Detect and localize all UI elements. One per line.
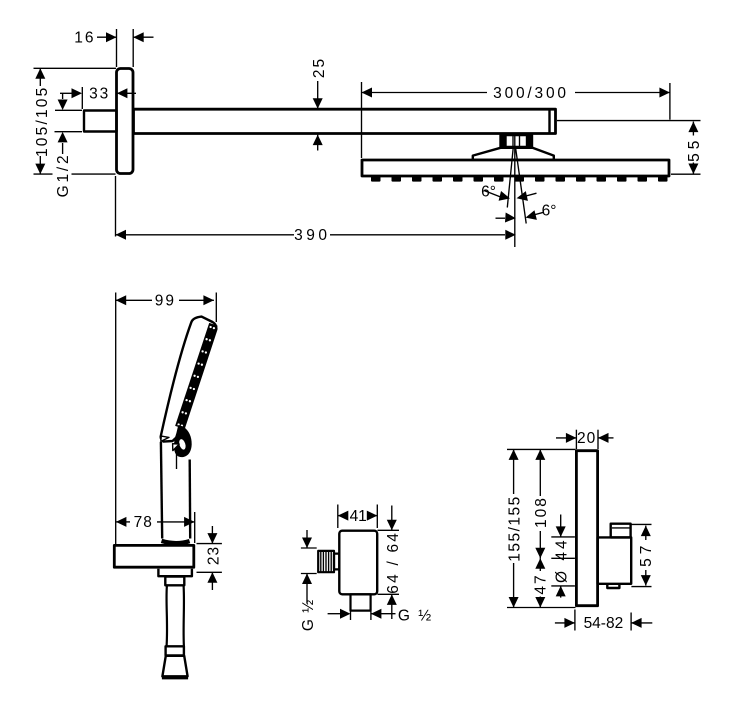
svg-text:55: 55 — [686, 137, 703, 162]
svg-text:25: 25 — [311, 57, 328, 78]
svg-text:47: 47 — [533, 573, 550, 594]
svg-text:105/105: 105/105 — [34, 86, 51, 157]
svg-text:64 / 64: 64 / 64 — [385, 531, 402, 594]
svg-text:G ½: G ½ — [300, 599, 317, 631]
svg-text:20: 20 — [577, 430, 596, 447]
svg-text:99: 99 — [155, 293, 176, 310]
svg-text:300/300: 300/300 — [493, 85, 569, 102]
svg-text:6°: 6° — [481, 184, 496, 201]
svg-text:390: 390 — [294, 227, 330, 244]
svg-text:16: 16 — [74, 30, 95, 47]
svg-text:108: 108 — [533, 496, 550, 528]
svg-text:57: 57 — [638, 542, 655, 567]
svg-text:23: 23 — [206, 546, 223, 565]
svg-text:54-82: 54-82 — [584, 615, 624, 632]
svg-text:41: 41 — [350, 508, 367, 525]
svg-text:G1/2: G1/2 — [55, 153, 72, 198]
svg-text:G ½: G ½ — [398, 608, 433, 625]
svg-text:6°: 6° — [542, 203, 557, 220]
svg-text:155/155: 155/155 — [507, 495, 524, 562]
svg-text:33: 33 — [89, 85, 110, 102]
svg-text:78: 78 — [134, 514, 153, 531]
svg-text:Ø 44: Ø 44 — [553, 537, 570, 583]
